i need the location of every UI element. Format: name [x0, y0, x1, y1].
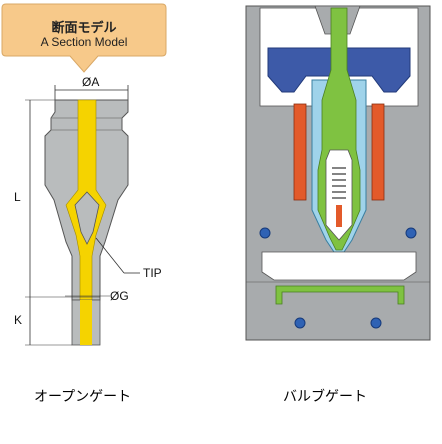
bolt-3 [294, 317, 306, 329]
bolt-1 [259, 227, 271, 239]
lower-cavity [261, 251, 417, 281]
section-model-callout: 断面モデル A Section Model [0, 0, 168, 78]
bolt-4 [370, 317, 382, 329]
heater-right [371, 103, 385, 201]
dim-k-label: K [14, 313, 23, 327]
dim-tip-label: TIP [143, 266, 162, 280]
valve-spring [332, 167, 346, 199]
dim-a-label: ØA [82, 75, 100, 89]
callout-subtitle: A Section Model [40, 35, 128, 49]
valve-pin [336, 205, 342, 227]
heater-left [293, 103, 307, 201]
valve-gate-caption: バルブゲート [283, 388, 367, 404]
bolt-2 [405, 227, 417, 239]
tip-torpedo [74, 191, 100, 245]
dim-g-label: ØG [110, 289, 129, 303]
dim-l-label: L [14, 190, 21, 204]
runner-channel [275, 285, 405, 305]
open-gate-caption: オープンゲート [34, 388, 132, 404]
callout-shape [1, 3, 167, 73]
callout-title: 断面モデル [51, 20, 117, 35]
tip-leader [95, 237, 125, 274]
